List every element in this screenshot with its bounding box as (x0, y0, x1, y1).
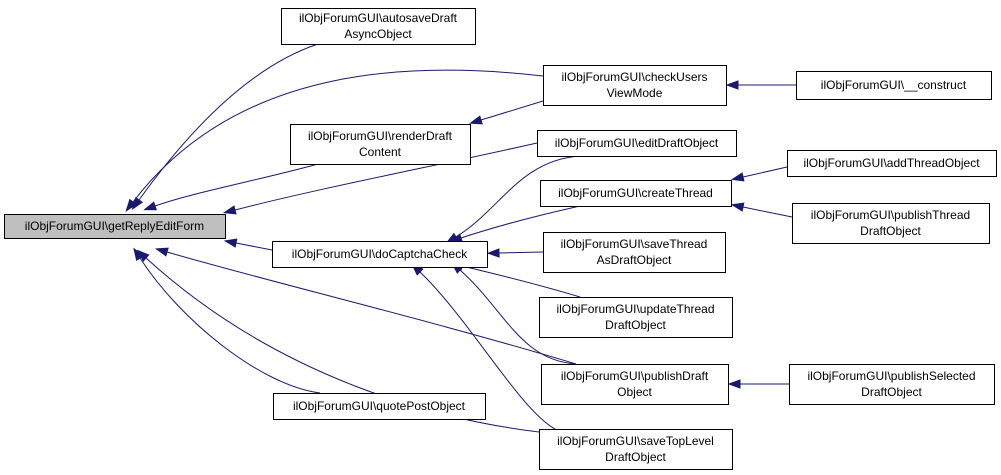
node-label: Content (359, 145, 402, 159)
node-label: ilObjForumGUI\renderDraft (308, 129, 453, 143)
node-editDraftObject[interactable]: ilObjForumGUI\editDraftObject (537, 130, 737, 157)
node-getReplyEditForm[interactable]: ilObjForumGUI\getReplyEditForm (4, 214, 226, 239)
arrowhead (725, 80, 739, 90)
arrowhead (486, 248, 500, 258)
node-label: ilObjForumGUI\__construct (821, 78, 967, 92)
edge-quotePostObject-to-getReplyEditForm (139, 257, 321, 394)
node-label: ilObjForumGUI\publishSelected (807, 369, 975, 383)
edge-saveTopLevelDraftObject-to-getReplyEditForm (145, 257, 540, 433)
node-label: ilObjForumGUI\publishThread (811, 208, 970, 222)
node-label: ilObjForumGUI\saveThread (561, 237, 708, 251)
node-box (272, 241, 488, 268)
node-box (543, 65, 727, 106)
edge-publishDraftObject-to-getReplyEditForm (166, 251, 577, 365)
node-box (273, 393, 486, 420)
node-box (290, 124, 471, 165)
node-addThreadObject[interactable]: ilObjForumGUI\addThreadObject (787, 150, 997, 177)
node-label: ilObjForumGUI\doCaptchaCheck (292, 247, 468, 261)
node-label: ilObjForumGUI\autosaveDraft (299, 11, 458, 25)
node-label: ilObjForumGUI\checkUsers (561, 70, 707, 84)
node-label: ilObjForumGUI\addThreadObject (803, 156, 980, 170)
edge-addThreadObject-to-createThread (742, 166, 788, 178)
node-label: AsDraftObject (597, 253, 672, 267)
node-label: DraftObject (605, 450, 666, 464)
arrowhead (727, 379, 741, 389)
edge-createThread-to-doCaptchaCheck (460, 205, 581, 239)
arrowhead (154, 247, 169, 257)
edge-editDraftObject-to-getReplyEditForm (234, 142, 538, 211)
edge-publishDraftObject-to-doCaptchaCheck (459, 269, 577, 365)
node-box (543, 232, 726, 273)
arrowhead (730, 172, 745, 182)
node-box (796, 71, 992, 100)
node-label: ilObjForumGUI\saveTopLevel (557, 434, 714, 448)
node-box (789, 364, 995, 405)
arrowhead (223, 238, 238, 248)
node-box (281, 8, 476, 45)
node-box (540, 180, 732, 207)
node-label: AsyncObject (344, 27, 412, 41)
node-label: ilObjForumGUI\updateThread (556, 302, 714, 316)
arrowhead (730, 202, 745, 212)
edge-checkUsersViewMode-to-getReplyEditForm (132, 69, 544, 203)
edge-editDraftObject-to-doCaptchaCheck (455, 155, 581, 238)
node-createThread[interactable]: ilObjForumGUI\createThread (540, 180, 732, 207)
node-quotePostObject[interactable]: ilObjForumGUI\quotePostObject (273, 393, 486, 420)
node-box (539, 297, 733, 338)
node-label: ilObjForumGUI\publishDraft (561, 369, 709, 383)
node-construct[interactable]: ilObjForumGUI\__construct (796, 71, 992, 100)
node-box (4, 214, 226, 239)
edge-doCaptchaCheck-to-getReplyEditForm (235, 242, 273, 251)
edges-layer (125, 43, 796, 433)
node-label: ilObjForumGUI\createThread (558, 186, 713, 200)
edge-saveTopLevelDraftObject-to-doCaptchaCheck (419, 271, 556, 430)
node-box (537, 130, 737, 157)
edge-updateThreadDraftObject-to-doCaptchaCheck (461, 265, 581, 298)
arrowhead (136, 249, 150, 262)
node-doCaptchaCheck[interactable]: ilObjForumGUI\doCaptchaCheck (272, 241, 488, 268)
node-box (787, 150, 997, 177)
arrowhead (143, 201, 158, 211)
node-label: DraftObject (860, 224, 921, 238)
arrowhead (469, 115, 483, 125)
node-label: Object (617, 385, 652, 399)
node-label: DraftObject (605, 318, 666, 332)
edge-saveThreadAsDraftObject-to-doCaptchaCheck (498, 251, 544, 254)
node-box (792, 203, 990, 244)
node-label: ilObjForumGUI\getReplyEditForm (25, 219, 204, 233)
edge-renderDraftContent-to-getReplyEditForm (154, 163, 319, 207)
nodes-layer: ilObjForumGUI\getReplyEditForm ilObjForum… (4, 8, 997, 470)
node-label: ViewMode (607, 86, 663, 100)
node-box (541, 364, 729, 405)
arrowhead (222, 205, 237, 215)
node-label: ilObjForumGUI\editDraftObject (555, 136, 719, 150)
edge-autosaveDraftAsyncObject-to-getReplyEditForm (138, 43, 319, 201)
node-label: DraftObject (861, 385, 922, 399)
node-label: ilObjForumGUI\quotePostObject (293, 399, 466, 413)
node-box (539, 429, 733, 470)
edge-checkUsersViewMode-to-renderDraftContent (480, 100, 544, 121)
edge-publishThreadDraftObject-to-createThread (742, 206, 793, 218)
arrowhead (125, 198, 138, 212)
